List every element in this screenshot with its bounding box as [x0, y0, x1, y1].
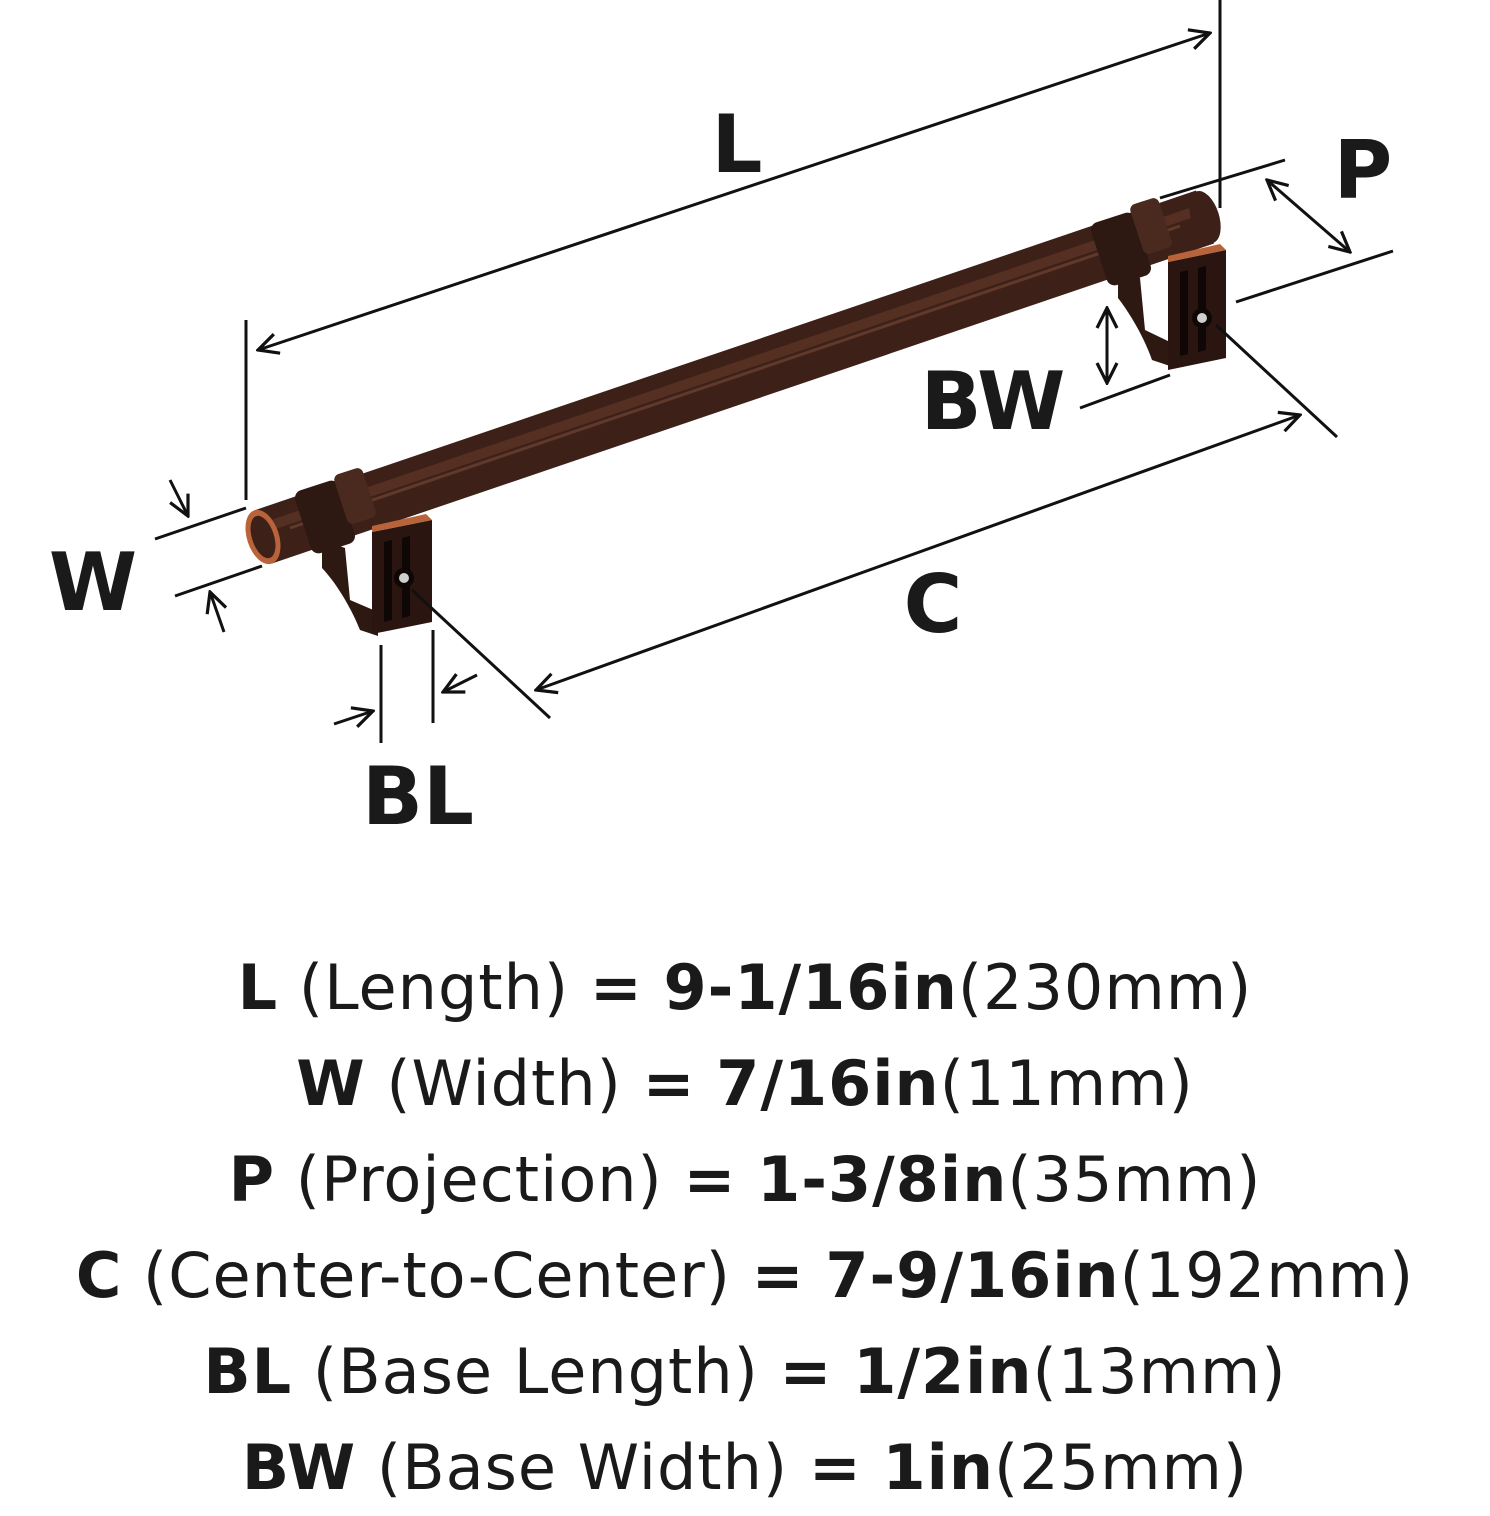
label-bl: BL — [362, 750, 474, 843]
spec-code: L — [237, 951, 279, 1024]
spec-metric: (230mm) — [957, 951, 1253, 1024]
spec-imperial: 1-3/8in — [757, 1143, 1008, 1216]
spec-equals: = — [642, 1047, 696, 1120]
product-dimension-diagram: L P BW W C BL — [49, 0, 1394, 843]
spec-code: BL — [203, 1335, 293, 1408]
spec-imperial: 1/2in — [853, 1335, 1033, 1408]
spec-equals: = — [751, 1239, 805, 1312]
label-w: W — [49, 536, 137, 629]
spec-row-center-to-center: C (Center-to-Center) = 7-9/16in(192mm) — [0, 1228, 1490, 1324]
left-post — [295, 468, 432, 636]
left-end-cap — [245, 509, 281, 565]
spec-code: BW — [241, 1431, 357, 1504]
spec-equals: = — [589, 951, 643, 1024]
spec-equals: = — [683, 1143, 737, 1216]
diagram-canvas: L P BW W C BL — [49, 0, 1394, 843]
spec-row-length: L (Length) = 9-1/16in(230mm) — [0, 940, 1490, 1036]
spec-name: (Length) — [298, 951, 570, 1024]
spec-row-width: W (Width) = 7/16in(11mm) — [0, 1036, 1490, 1132]
spec-code: C — [75, 1239, 123, 1312]
spec-metric: (35mm) — [1007, 1143, 1262, 1216]
spec-equals: = — [808, 1431, 862, 1504]
spec-imperial: 1in — [882, 1431, 995, 1504]
label-p: P — [1334, 124, 1393, 217]
spec-metric: (13mm) — [1032, 1335, 1287, 1408]
spec-imperial: 7/16in — [716, 1047, 940, 1120]
spec-metric: (192mm) — [1119, 1239, 1415, 1312]
label-l: L — [712, 98, 763, 191]
spec-row-base-length: BL (Base Length) = 1/2in(13mm) — [0, 1324, 1490, 1420]
spec-row-base-width: BW (Base Width) = 1in(25mm) — [0, 1420, 1490, 1516]
spec-name: (Projection) — [295, 1143, 663, 1216]
spec-row-projection: P (Projection) = 1-3/8in(35mm) — [0, 1132, 1490, 1228]
spec-name: (Base Length) — [312, 1335, 759, 1408]
spec-imperial: 9-1/16in — [663, 951, 958, 1024]
spec-metric: (11mm) — [939, 1047, 1194, 1120]
spec-name: (Base Width) — [376, 1431, 789, 1504]
spec-metric: (25mm) — [994, 1431, 1249, 1504]
label-bw: BW — [921, 355, 1066, 448]
dimension-spec-list: L (Length) = 9-1/16in(230mm) W (Width) =… — [0, 940, 1490, 1516]
label-c: C — [904, 558, 963, 651]
spec-code: P — [228, 1143, 276, 1216]
spec-name: (Width) — [386, 1047, 622, 1120]
spec-name: (Center-to-Center) — [143, 1239, 731, 1312]
spec-equals: = — [779, 1335, 833, 1408]
dimension-lines — [154, 0, 1394, 743]
spec-imperial: 7-9/16in — [825, 1239, 1120, 1312]
spec-code: W — [296, 1047, 366, 1120]
